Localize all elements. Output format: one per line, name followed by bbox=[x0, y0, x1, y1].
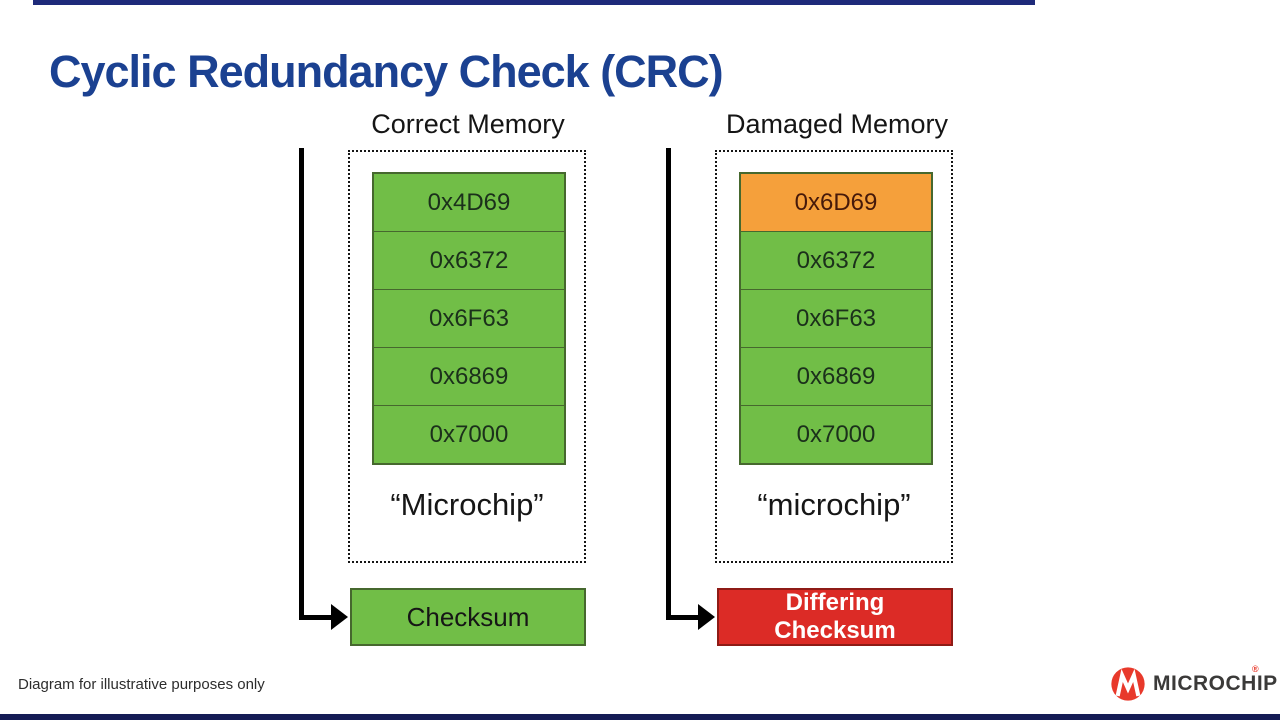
bottom-accent-bar bbox=[0, 714, 1280, 720]
microchip-logo-icon bbox=[1111, 667, 1145, 701]
checksum-label: Checksum bbox=[406, 601, 530, 632]
checksum-label-line: Differing bbox=[785, 588, 885, 616]
correct-checksum-box: Checksum bbox=[350, 588, 586, 646]
damaged-memory-header: Damaged Memory bbox=[725, 109, 949, 139]
microchip-logo: ® MICROCHIP bbox=[1110, 664, 1278, 702]
correct-memory-stack: 0x4D69 0x6372 0x6F63 0x6869 0x7000 bbox=[372, 172, 566, 465]
correct-arrow-head-icon bbox=[331, 604, 348, 630]
memory-cell: 0x6372 bbox=[741, 231, 931, 289]
memory-cell-corrupted: 0x6D69 bbox=[741, 174, 931, 231]
memory-cell: 0x6F63 bbox=[374, 289, 564, 347]
damaged-memory-dashed-box bbox=[715, 150, 953, 563]
memory-cell: 0x4D69 bbox=[374, 174, 564, 231]
correct-decoded-string: “Microchip” bbox=[390, 487, 544, 522]
memory-cell: 0x6869 bbox=[741, 347, 931, 405]
damaged-arrow-line bbox=[666, 148, 671, 619]
damaged-memory-stack: 0x6D69 0x6372 0x6F63 0x6869 0x7000 bbox=[739, 172, 933, 465]
memory-cell: 0x6869 bbox=[374, 347, 564, 405]
damaged-arrow-line bbox=[666, 615, 699, 620]
memory-cell: 0x6F63 bbox=[741, 289, 931, 347]
damaged-decoded-string: “microchip” bbox=[757, 487, 911, 522]
registered-mark: ® bbox=[1252, 664, 1259, 674]
correct-arrow-line bbox=[299, 615, 332, 620]
memory-cell: 0x6372 bbox=[374, 231, 564, 289]
microchip-wordmark: MICROCHIP bbox=[1153, 672, 1278, 695]
memory-cell: 0x7000 bbox=[741, 405, 931, 463]
footer-disclaimer: Diagram for illustrative purposes only bbox=[18, 676, 265, 693]
differing-checksum-box: Differing Checksum bbox=[717, 588, 953, 646]
damaged-arrow-head-icon bbox=[698, 604, 715, 630]
memory-cell: 0x7000 bbox=[374, 405, 564, 463]
top-accent-bar bbox=[33, 0, 1035, 5]
correct-memory-header: Correct Memory bbox=[371, 109, 565, 139]
correct-memory-dashed-box bbox=[348, 150, 586, 563]
page-title: Cyclic Redundancy Check (CRC) bbox=[49, 46, 724, 98]
checksum-label-line: Checksum bbox=[774, 617, 896, 644]
correct-arrow-line bbox=[299, 148, 304, 619]
